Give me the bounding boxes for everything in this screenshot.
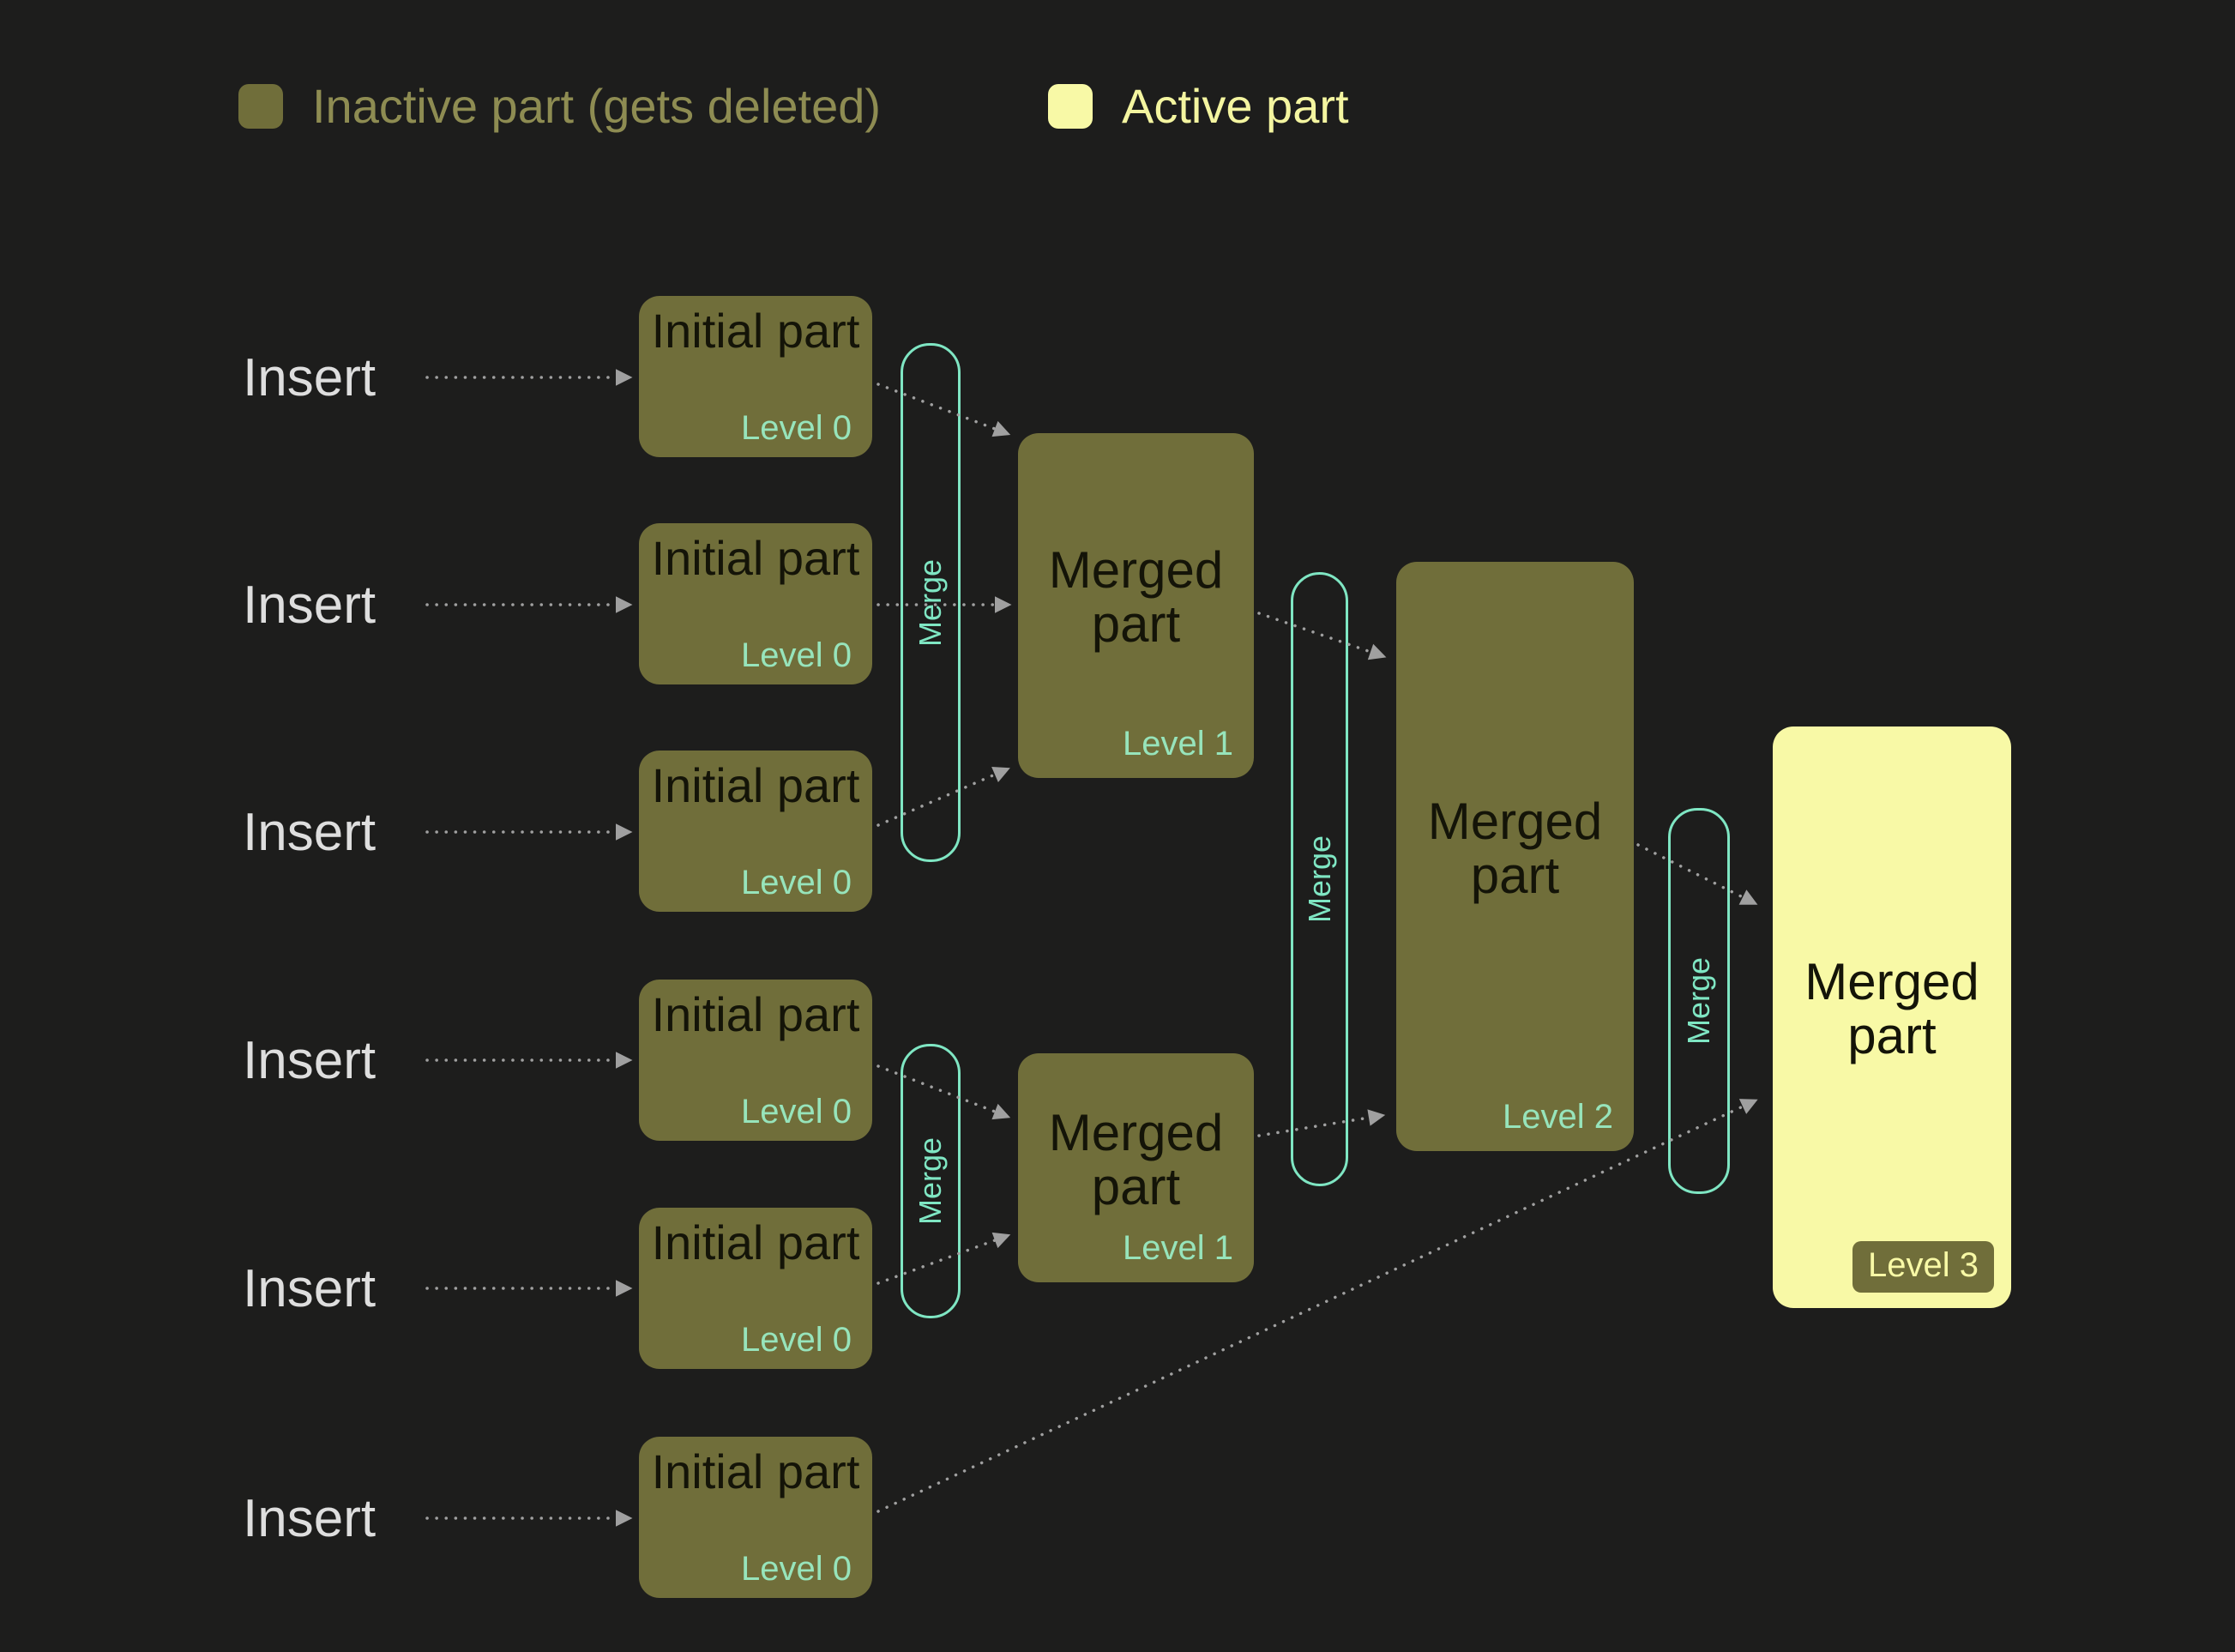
part-title: Initial part bbox=[651, 758, 860, 812]
initial-part-3: Initial part Level 0 bbox=[639, 751, 872, 912]
legend-label-active: Active part bbox=[1122, 79, 1349, 133]
initial-part-4: Initial part Level 0 bbox=[639, 980, 872, 1141]
merge-label: Merge bbox=[1681, 956, 1716, 1046]
part-title: Merged part bbox=[1427, 792, 1603, 904]
inactive-part-swatch-icon bbox=[238, 84, 283, 129]
merge-label: Merge bbox=[1301, 835, 1337, 924]
initial-part-6: Initial part Level 0 bbox=[639, 1437, 872, 1598]
part-level-badge: Level 0 bbox=[741, 1093, 852, 1130]
part-title: Initial part bbox=[651, 1215, 860, 1269]
legend-label-inactive: Inactive part (gets deleted) bbox=[312, 79, 882, 133]
merge-bracket-1: Merge bbox=[901, 343, 961, 862]
legend-item-active: Active part bbox=[1048, 82, 1349, 130]
part-level-badge: Level 0 bbox=[741, 409, 852, 447]
part-level-badge: Level 0 bbox=[741, 864, 852, 901]
initial-part-2: Initial part Level 0 bbox=[639, 523, 872, 684]
insert-label-6: Insert bbox=[243, 1488, 377, 1548]
merged-part-level2: Merged part Level 2 bbox=[1396, 562, 1634, 1151]
part-level-badge: Level 0 bbox=[741, 1321, 852, 1359]
insert-label-3: Insert bbox=[243, 802, 377, 862]
part-title: Initial part bbox=[651, 987, 860, 1041]
merge-bracket-4: Merge bbox=[1668, 808, 1730, 1194]
part-title: Merged part bbox=[1048, 541, 1224, 653]
merge-label: Merge bbox=[913, 558, 948, 647]
part-level-badge: Level 2 bbox=[1503, 1098, 1613, 1136]
part-title: Initial part bbox=[651, 304, 860, 358]
part-title: Merged part bbox=[1048, 1103, 1224, 1215]
part-title: Merged part bbox=[1804, 953, 1979, 1064]
part-level-badge: Level 1 bbox=[1123, 725, 1233, 763]
insert-label-5: Insert bbox=[243, 1258, 377, 1318]
merge-label: Merge bbox=[913, 1137, 948, 1226]
part-title: Initial part bbox=[651, 1444, 860, 1498]
initial-part-1: Initial part Level 0 bbox=[639, 296, 872, 457]
legend-item-inactive: Inactive part (gets deleted) bbox=[238, 82, 881, 130]
merge-bracket-2: Merge bbox=[901, 1044, 961, 1318]
insert-label-4: Insert bbox=[243, 1030, 377, 1090]
part-level-badge: Level 3 bbox=[1852, 1241, 1994, 1293]
insert-label-1: Insert bbox=[243, 347, 377, 407]
part-level-badge: Level 0 bbox=[741, 636, 852, 674]
initial-part-5: Initial part Level 0 bbox=[639, 1208, 872, 1369]
merged-part-level3: Merged part Level 3 bbox=[1773, 727, 2011, 1308]
part-level-badge: Level 1 bbox=[1123, 1229, 1233, 1267]
merged-part-level1-a: Merged part Level 1 bbox=[1018, 433, 1254, 778]
part-level-badge: Level 0 bbox=[741, 1550, 852, 1588]
merged-part-level1-b: Merged part Level 1 bbox=[1018, 1053, 1254, 1282]
active-part-swatch-icon bbox=[1048, 84, 1093, 129]
insert-label-2: Insert bbox=[243, 575, 377, 635]
merge-bracket-3: Merge bbox=[1291, 572, 1348, 1186]
part-title: Initial part bbox=[651, 531, 860, 585]
